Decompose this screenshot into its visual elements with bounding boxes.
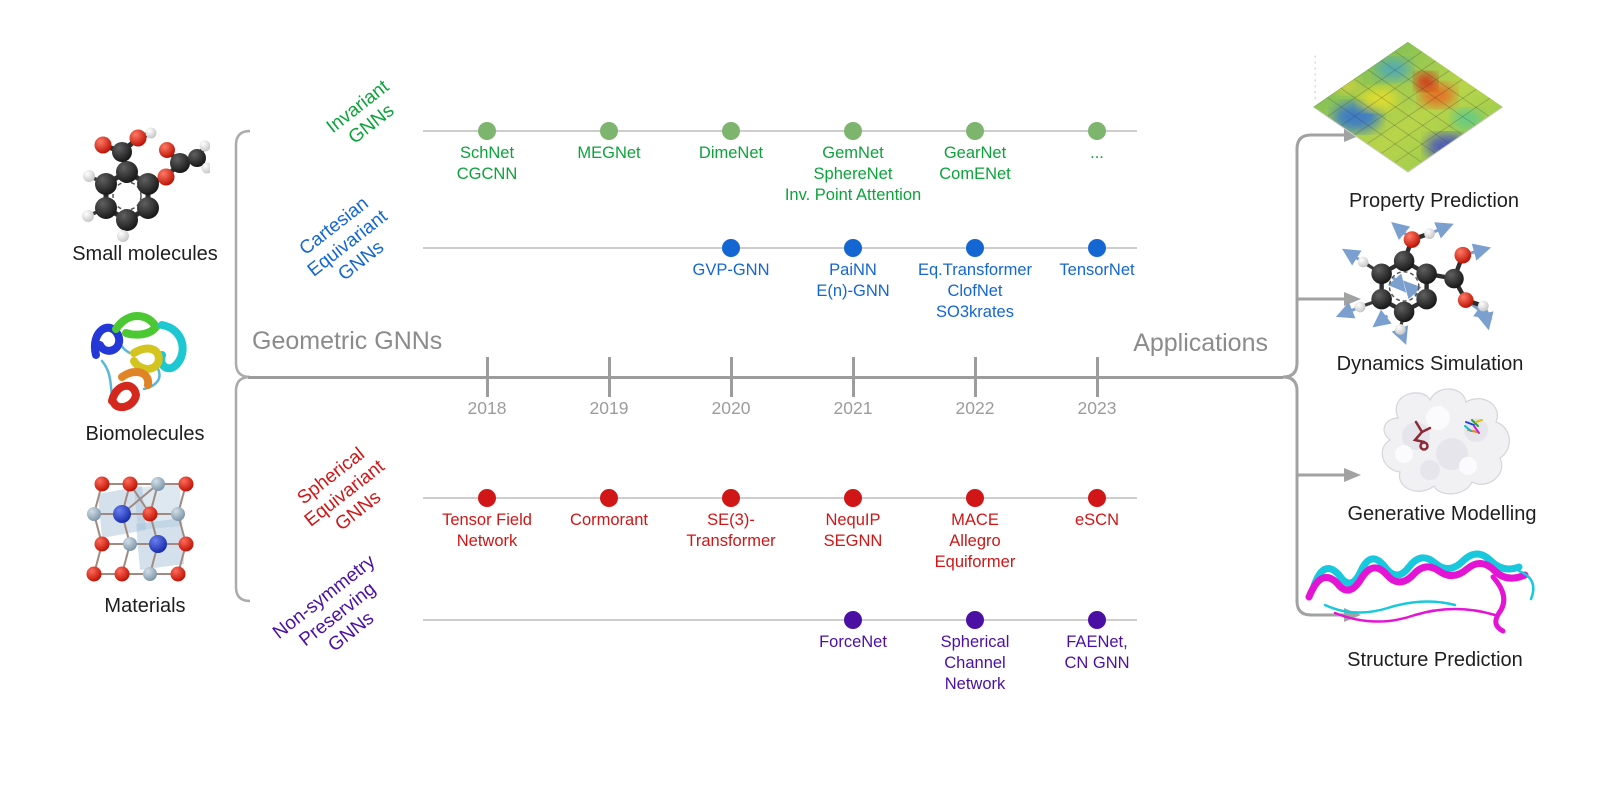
year-label: 2018 bbox=[467, 398, 507, 418]
timeline-dot bbox=[844, 489, 862, 507]
timeline-dot bbox=[966, 489, 984, 507]
app-label-structure-prediction: Structure Prediction bbox=[1347, 649, 1523, 671]
model-label: GemNet SphereNet Inv. Point Attention bbox=[784, 144, 922, 204]
year-label: 2020 bbox=[711, 398, 751, 418]
input-label-small-molecules: Small molecules bbox=[72, 243, 218, 265]
year-label: 2021 bbox=[833, 398, 873, 418]
track-line-cartesian bbox=[423, 247, 1137, 249]
model-label: SchNet CGCNN bbox=[456, 144, 518, 183]
year-tick bbox=[486, 357, 489, 397]
timeline-dot bbox=[844, 239, 862, 257]
arrow-icon bbox=[1344, 468, 1361, 482]
year-tick bbox=[608, 357, 611, 397]
model-label: NequIP SEGNN bbox=[823, 511, 883, 550]
dynamics-simulation-image bbox=[1292, 218, 1527, 350]
small-molecule-image bbox=[75, 126, 210, 244]
structure-prediction-image bbox=[1295, 527, 1550, 645]
model-label: PaiNN E(n)-GNN bbox=[816, 261, 890, 300]
timeline-dot bbox=[600, 489, 618, 507]
biomolecule-image bbox=[82, 303, 207, 418]
inputs-bracket bbox=[234, 129, 251, 603]
generative-modelling-image bbox=[1368, 378, 1518, 500]
model-label: Eq.Transformer ClofNet SO3krates bbox=[917, 261, 1033, 321]
timeline-dot bbox=[478, 122, 496, 140]
model-label: GVP-GNN bbox=[692, 261, 770, 279]
timeline-dot bbox=[1088, 611, 1106, 629]
timeline-dot bbox=[844, 122, 862, 140]
timeline-dot bbox=[722, 122, 740, 140]
app-label-generative-modelling: Generative Modelling bbox=[1347, 503, 1537, 525]
app-label-dynamics-simulation: Dynamics Simulation bbox=[1336, 353, 1524, 375]
input-label-biomolecules: Biomolecules bbox=[85, 423, 205, 445]
model-label: FAENet, CN GNN bbox=[1064, 633, 1130, 672]
materials-image bbox=[84, 468, 196, 592]
model-label: MEGNet bbox=[577, 144, 641, 162]
timeline-dot bbox=[600, 122, 618, 140]
section-title-geometric-gnns: Geometric GNNs bbox=[252, 327, 443, 355]
model-label: SE(3)- Transformer bbox=[686, 511, 776, 550]
timeline-dot bbox=[1088, 122, 1106, 140]
model-label: MACE Allegro Equiformer bbox=[934, 511, 1016, 571]
year-tick bbox=[974, 357, 977, 397]
track-line-invariant bbox=[423, 130, 1137, 132]
timeline-dot bbox=[966, 239, 984, 257]
timeline-dot bbox=[722, 239, 740, 257]
timeline-dot bbox=[966, 611, 984, 629]
property-prediction-image bbox=[1298, 30, 1518, 188]
input-label-materials: Materials bbox=[104, 595, 186, 617]
model-label: TensorNet bbox=[1059, 261, 1135, 279]
model-label: eSCN bbox=[1074, 511, 1120, 529]
year-tick bbox=[730, 357, 733, 397]
model-label: ForceNet bbox=[819, 633, 887, 651]
timeline-dot bbox=[722, 489, 740, 507]
year-label: 2023 bbox=[1077, 398, 1117, 418]
track-line-non-symmetry bbox=[423, 619, 1137, 621]
model-label: Tensor Field Network bbox=[442, 511, 532, 550]
model-label: ... bbox=[1090, 144, 1104, 162]
year-tick bbox=[1096, 357, 1099, 397]
applications-brace bbox=[1282, 133, 1346, 617]
timeline-dot bbox=[1088, 489, 1106, 507]
model-label: Spherical Channel Network bbox=[940, 633, 1010, 693]
timeline-dot bbox=[1088, 239, 1106, 257]
timeline-dot bbox=[844, 611, 862, 629]
timeline-dot bbox=[478, 489, 496, 507]
year-label: 2019 bbox=[589, 398, 629, 418]
year-tick bbox=[852, 357, 855, 397]
section-title-applications: Applications bbox=[1133, 329, 1268, 357]
year-label: 2022 bbox=[955, 398, 995, 418]
model-label: DimeNet bbox=[698, 144, 764, 162]
track-line-spherical bbox=[423, 497, 1137, 499]
model-label: Cormorant bbox=[570, 511, 648, 529]
app-label-property-prediction: Property Prediction bbox=[1348, 190, 1520, 212]
timeline-dot bbox=[966, 122, 984, 140]
timeline-axis bbox=[248, 376, 1283, 379]
model-label: GearNet ComENet bbox=[939, 144, 1011, 183]
